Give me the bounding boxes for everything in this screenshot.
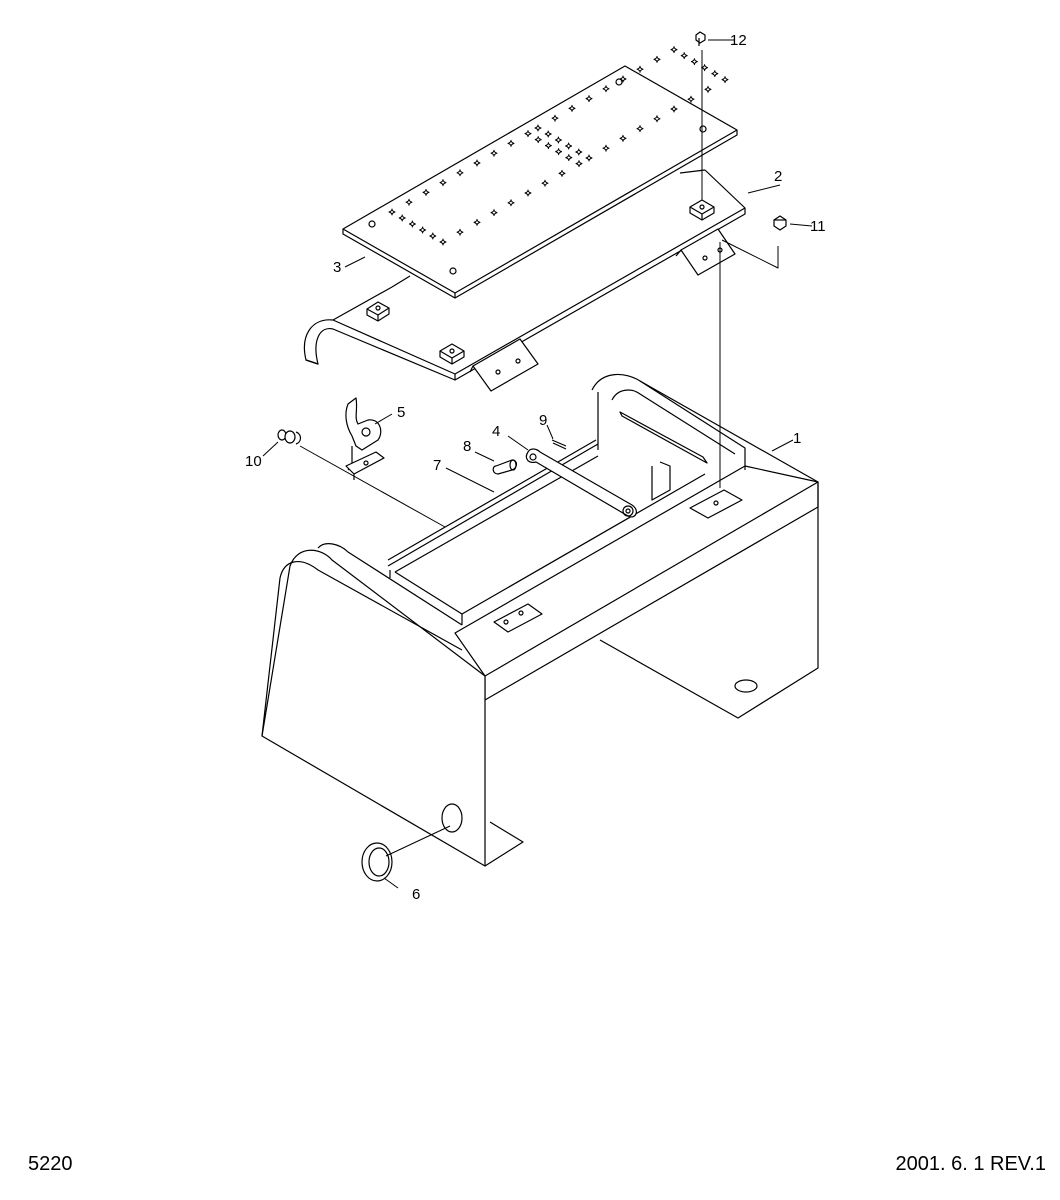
callout-labels: 1 2 3 4 5 6 7 8 9 10 11 12: [245, 32, 826, 903]
perforation-hole: [544, 142, 552, 150]
leader-lines: [262, 39, 813, 889]
perforation-hole: [524, 130, 532, 138]
perforation-hole: [619, 134, 627, 142]
square-nut: [439, 343, 465, 365]
perforation-hole: [558, 169, 566, 177]
perforation-hole: [551, 114, 559, 122]
square-nut: [689, 199, 715, 221]
perforation-hole: [439, 238, 447, 246]
perforation-hole: [555, 148, 563, 156]
perforation-hole: [541, 179, 549, 187]
callout-5: 5: [397, 404, 405, 421]
perforation-hole: [711, 70, 719, 78]
latch-part: [345, 397, 385, 480]
perforation-hole: [670, 105, 678, 113]
perforation-hole: [544, 130, 552, 138]
perforation-hole: [554, 136, 562, 144]
cover-panel-part: [303, 169, 746, 392]
hinge-plate: [675, 228, 736, 276]
page-number: 5220: [28, 1153, 73, 1175]
top-plate-part: [342, 46, 738, 299]
callout-8: 8: [463, 438, 471, 455]
perforation-hole: [636, 125, 644, 133]
perforation-hole: [405, 198, 413, 206]
square-nut: [366, 301, 390, 322]
perforation-hole: [575, 160, 583, 168]
mounting-pad: [689, 489, 743, 519]
callout-1: 1: [793, 430, 801, 447]
perforation-hole: [636, 65, 644, 73]
perforation-hole: [534, 124, 542, 132]
perforation-hole: [575, 148, 583, 156]
perforation-hole: [602, 85, 610, 93]
grommet-part: [361, 842, 393, 882]
perforation-hole: [473, 159, 481, 167]
callout-11: 11: [810, 218, 826, 235]
perforation-hole: [408, 220, 416, 228]
callout-12: 12: [730, 32, 747, 49]
perforation-hole: [534, 136, 542, 144]
perforation-hole: [388, 208, 396, 216]
callout-9: 9: [539, 412, 547, 429]
perforation-hole: [422, 188, 430, 196]
perforation-hole: [398, 214, 406, 222]
perforation-hole: [568, 104, 576, 112]
callout-7: 7: [433, 457, 441, 474]
exploded-parts-drawing: 1 2 3 4 5 6 7 8 9 10 11 12: [245, 31, 826, 903]
link-bar-part: [525, 448, 637, 518]
revision-date: 2001. 6. 1 REV.1: [895, 1153, 1047, 1175]
perforation-hole: [565, 142, 573, 150]
perforation-hole: [690, 58, 698, 66]
perforation-hole: [456, 169, 464, 177]
perforation-hole: [585, 154, 593, 162]
perforation-hole: [507, 199, 515, 207]
perforation-hole: [602, 144, 610, 152]
perforation-hole: [565, 154, 573, 162]
perforation-hole: [507, 139, 515, 147]
perforation-hole: [419, 226, 427, 234]
perforation-hole: [490, 209, 498, 217]
bolt-washer-part: [277, 429, 302, 445]
callout-6: 6: [412, 886, 420, 903]
callout-10: 10: [245, 453, 262, 470]
perforation-hole: [456, 228, 464, 236]
perforation-hole: [704, 85, 712, 93]
perforation-hole: [524, 189, 532, 197]
perforation-hole: [680, 52, 688, 60]
base-housing-part: [261, 374, 819, 867]
perforation-hole: [701, 64, 709, 72]
perforation-hole: [619, 75, 627, 83]
hex-bolt-part: [773, 215, 787, 231]
perforation-hole: [721, 76, 729, 84]
perforation-hole: [429, 232, 437, 240]
perforation-hole: [670, 46, 678, 54]
hinge-plate: [469, 338, 539, 392]
perforation-hole: [473, 218, 481, 226]
pin-part: [492, 459, 518, 475]
mounting-pad: [493, 603, 543, 633]
perforation-hole: [687, 95, 695, 103]
perforation-hole: [653, 55, 661, 63]
perforation-hole: [585, 95, 593, 103]
callout-3: 3: [333, 259, 341, 276]
small-nut-part: [695, 31, 706, 46]
callout-4: 4: [492, 423, 500, 440]
perforation-hole: [653, 115, 661, 123]
perforation-holes: [388, 46, 729, 246]
support-rod-part: [387, 439, 597, 561]
perforation-hole: [439, 179, 447, 187]
callout-2: 2: [774, 168, 782, 185]
perforation-hole: [490, 149, 498, 157]
cotter-pin-part: [551, 439, 567, 450]
